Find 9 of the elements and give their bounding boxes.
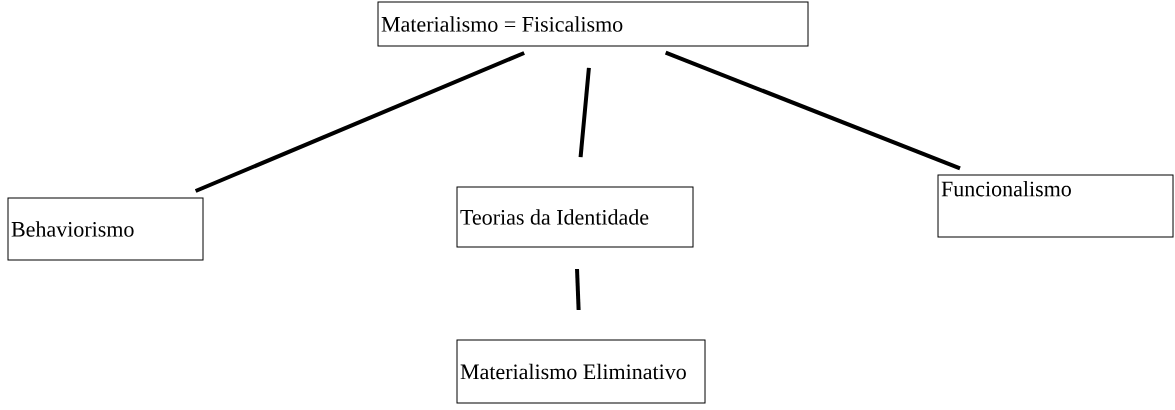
text-box: Funcionalismo — [937, 174, 1174, 238]
connector-line — [575, 268, 581, 311]
connector-line — [578, 67, 591, 158]
connector-line — [664, 50, 961, 171]
text-box: Teorias da Identidade — [456, 186, 694, 248]
connector-line — [194, 51, 525, 193]
text-box: Behaviorismo — [7, 197, 204, 261]
text-box: Materialismo Eliminativo — [456, 339, 706, 404]
text-box: Materialismo = Fisicalismo — [377, 1, 809, 47]
